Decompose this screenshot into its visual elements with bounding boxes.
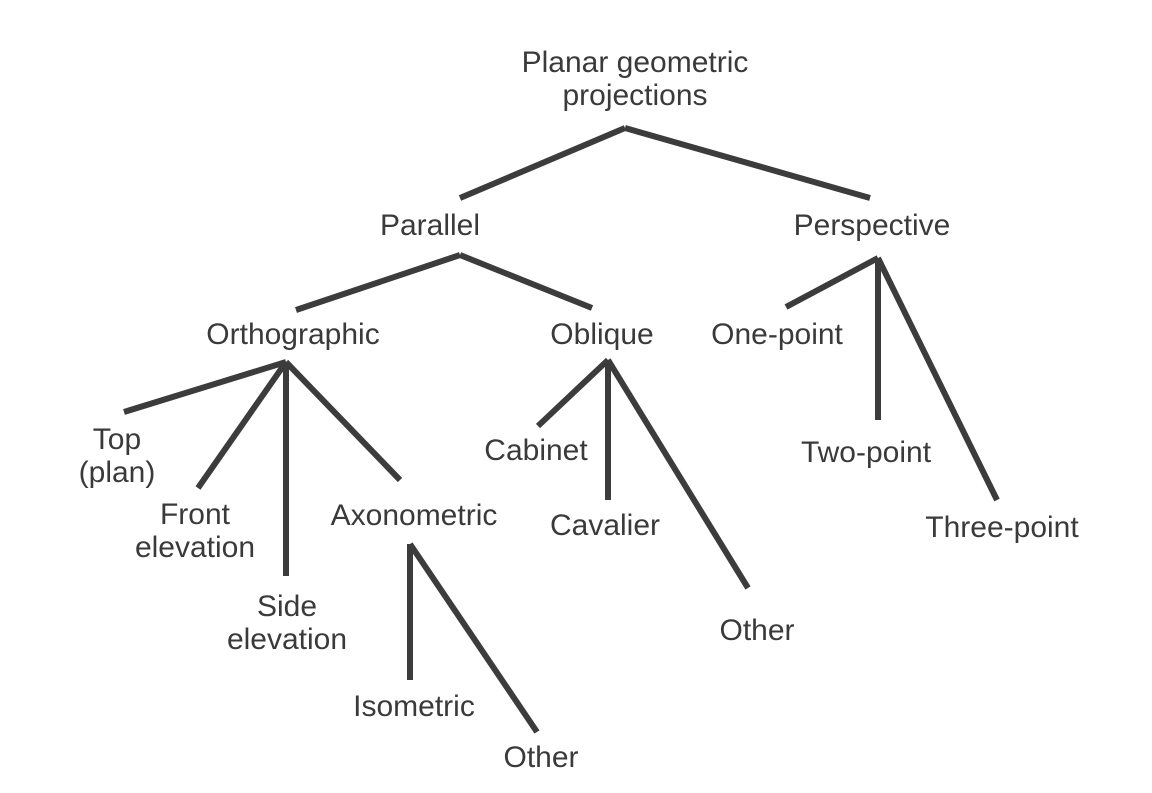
node-isometric: Isometric — [353, 690, 475, 723]
node-label-line: Other — [503, 741, 579, 774]
node-label-line: (plan) — [78, 456, 156, 489]
node-planar-geometric-projections: Planar geometric projections — [522, 46, 749, 112]
node-label-line: Oblique — [550, 318, 654, 351]
node-label-line: Cabinet — [484, 434, 588, 467]
node-oblique-other: Other — [719, 614, 794, 647]
node-label-line: Top — [92, 423, 142, 456]
node-cabinet: Cabinet — [484, 434, 587, 467]
node-label-line: Three-point — [925, 511, 1079, 544]
node-label-line: Front — [159, 498, 231, 531]
node-label-line: Planar geometric — [521, 46, 749, 79]
edge-orthographic-axonometric — [283, 359, 403, 483]
node-front-elevation: Front elevation — [135, 498, 255, 564]
edge-perspective-one-point — [784, 255, 880, 310]
node-cavalier: Cavalier — [550, 509, 660, 542]
edge-parallel-oblique — [458, 252, 594, 311]
edge-oblique-cabinet — [535, 357, 611, 429]
edge-orthographic-top-plan — [123, 359, 287, 415]
edge-orthographic-front-elevation — [195, 360, 289, 490]
node-label-line: elevation — [134, 531, 256, 564]
edge-oblique-other — [605, 358, 751, 590]
node-label-line: projections — [562, 79, 708, 112]
node-axonometric-other: Other — [503, 741, 578, 774]
node-top-plan: Top (plan) — [79, 423, 156, 489]
node-label-line: One-point — [711, 318, 843, 351]
node-label-line: Axonometric — [330, 499, 498, 532]
node-parallel: Parallel — [380, 209, 480, 242]
node-label-line: Cavalier — [549, 509, 661, 542]
node-label-line: elevation — [226, 623, 348, 656]
node-axonometric: Axonometric — [331, 499, 498, 532]
node-two-point: Two-point — [801, 436, 931, 469]
node-side-elevation: Side elevation — [227, 590, 347, 656]
node-label-line: Side — [256, 590, 318, 623]
node-three-point: Three-point — [925, 511, 1078, 544]
node-label-line: Other — [719, 614, 795, 647]
edge-root-parallel — [458, 125, 627, 201]
node-label-line: Isometric — [353, 690, 475, 723]
node-label-line: Perspective — [793, 209, 951, 242]
node-one-point: One-point — [711, 318, 843, 351]
edge-root-perspective — [624, 125, 871, 201]
node-perspective: Perspective — [794, 209, 951, 242]
node-label-line: Parallel — [379, 209, 481, 242]
node-orthographic: Orthographic — [206, 318, 379, 351]
edge-axonometric-other — [407, 542, 540, 734]
edge-parallel-orthographic — [295, 252, 461, 313]
edge-perspective-three-point — [875, 256, 1000, 502]
node-oblique: Oblique — [550, 318, 653, 351]
node-label-line: Two-point — [800, 436, 932, 469]
node-label-line: Orthographic — [206, 318, 380, 351]
